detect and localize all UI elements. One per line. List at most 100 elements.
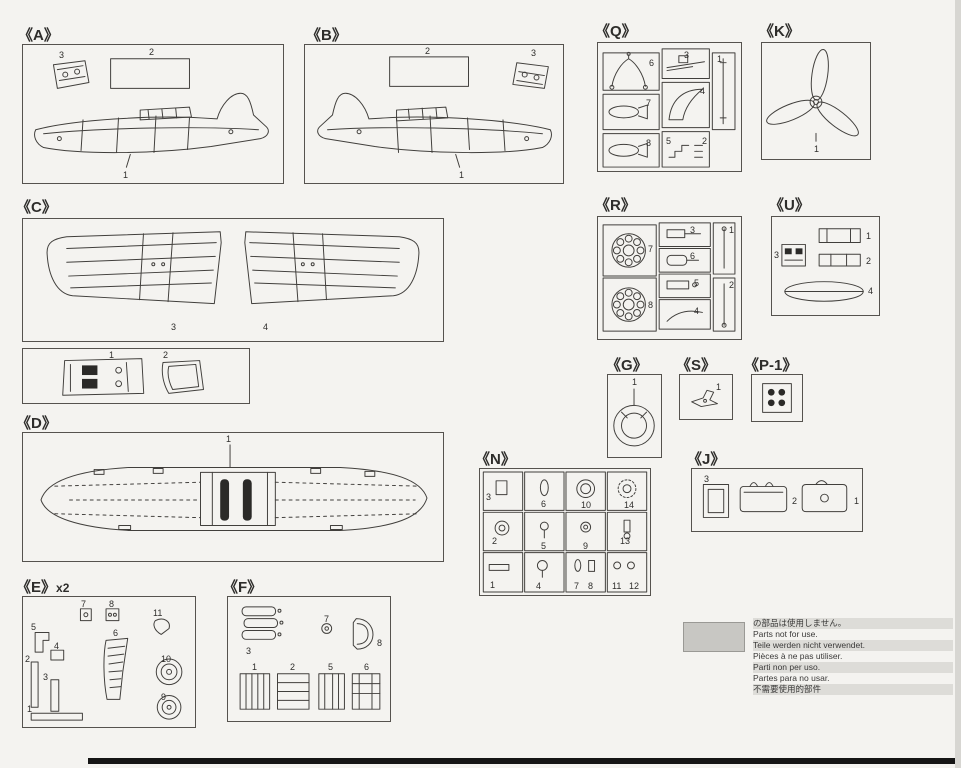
sprue-q-artwork — [602, 48, 736, 168]
sprue-frame-d: 1 — [22, 432, 444, 562]
part-number: 5 — [31, 622, 37, 632]
part-number: 9 — [583, 541, 589, 551]
part-number: 2 — [290, 662, 296, 672]
part-number: 6 — [364, 662, 370, 672]
part-number: 5 — [541, 541, 547, 551]
part-number: 4 — [54, 641, 60, 651]
section-label-r: 《R》 — [595, 197, 636, 214]
part-number: 7 — [648, 244, 654, 254]
sprue-frame-c-small: 1 2 — [22, 348, 250, 404]
part-number: 8 — [588, 581, 594, 591]
note-line: の部品は使用しません。 — [753, 618, 953, 629]
sprue-frame-r: 7 3 1 6 2 8 5 4 — [597, 216, 742, 340]
sprue-frame-p1 — [751, 374, 803, 422]
part-number: 8 — [648, 300, 654, 310]
section-label-j: 《J》 — [687, 451, 726, 468]
part-number: 4 — [263, 322, 269, 332]
part-number: 6 — [541, 499, 547, 509]
part-number: 1 — [27, 704, 33, 714]
part-number: 14 — [624, 500, 635, 510]
part-number: 1 — [729, 225, 735, 235]
section-label-f: 《F》 — [223, 579, 263, 596]
sprue-r-artwork — [602, 222, 736, 332]
page-bottom-edge — [88, 758, 961, 764]
part-number: 11 — [612, 581, 622, 591]
sprue-f-artwork — [239, 606, 381, 710]
part-number: 3 — [704, 474, 710, 484]
part-number: 1 — [814, 144, 820, 154]
sprue-c-wings-artwork — [46, 231, 420, 305]
part-number: 3 — [531, 48, 537, 58]
part-number: 5 — [694, 278, 700, 288]
sprue-c-small-artwork — [62, 358, 204, 396]
part-number: 2 — [425, 46, 431, 56]
section-label-d: 《D》 — [16, 415, 57, 432]
sprue-frame-g: 1 — [607, 374, 662, 458]
part-number: 5 — [328, 662, 334, 672]
part-number: 1 — [226, 434, 232, 444]
sprue-s-artwork — [691, 389, 718, 408]
part-number: 3 — [246, 646, 252, 656]
section-label-n: 《N》 — [475, 451, 516, 468]
note-line: Pièces à ne pas utiliser. — [753, 651, 843, 661]
sprue-frame-n: 3 6 10 14 2 5 9 13 1 4 7 8 11 12 — [479, 468, 651, 596]
section-label-q: 《Q》 — [595, 23, 637, 40]
part-number: 11 — [153, 608, 163, 618]
section-label-e-suffix: x2 — [56, 581, 70, 595]
part-number: 13 — [620, 536, 631, 546]
section-label-c: 《C》 — [16, 199, 57, 216]
part-number: 3 — [486, 492, 492, 502]
part-number: 4 — [700, 86, 706, 96]
sprue-frame-f: 3 7 8 1 2 5 6 — [227, 596, 391, 722]
sprue-n-artwork — [482, 471, 648, 593]
part-number: 1 — [490, 580, 496, 590]
sprue-frame-j: 3 2 1 — [691, 468, 863, 532]
part-number: 3 — [171, 322, 177, 332]
sprue-frame-b: 2 3 1 — [304, 44, 564, 184]
part-number: 3 — [774, 250, 780, 260]
section-label-e: 《E》x2 — [16, 576, 69, 597]
sprue-p1-artwork — [762, 383, 792, 413]
part-number: 10 — [581, 500, 592, 510]
section-label-u: 《U》 — [769, 197, 810, 214]
part-number: 4 — [536, 581, 542, 591]
part-number: 1 — [854, 496, 860, 506]
section-label-a: 《A》 — [18, 27, 59, 44]
section-label-k: 《K》 — [759, 23, 800, 40]
part-number: 2 — [25, 654, 31, 664]
part-number: 1 — [717, 54, 723, 64]
part-number: 1 — [632, 377, 638, 387]
part-number: 2 — [702, 136, 708, 146]
part-number: 1 — [109, 350, 115, 360]
part-number: 4 — [868, 286, 874, 296]
part-number: 7 — [574, 581, 580, 591]
part-number: 8 — [109, 599, 115, 609]
note-line: Partes para no usar. — [753, 673, 830, 683]
part-number: 8 — [377, 638, 383, 648]
sprue-frame-e: 5 7 8 11 6 2 4 3 10 1 9 — [22, 596, 196, 728]
part-number: 9 — [161, 692, 167, 702]
part-number: 7 — [324, 614, 330, 624]
part-number: 12 — [629, 581, 640, 591]
sprue-a-artwork — [34, 58, 269, 168]
part-number: 2 — [149, 47, 155, 57]
part-number: 3 — [684, 50, 690, 60]
part-number: 1 — [459, 170, 465, 180]
part-number: 5 — [666, 136, 672, 146]
sprue-frame-s: 1 — [679, 374, 733, 420]
part-number: 3 — [690, 225, 696, 235]
part-number: 2 — [866, 256, 872, 266]
note-line: Parti non per uso. — [753, 662, 953, 673]
sprue-k-artwork — [766, 48, 859, 142]
part-number: 4 — [694, 306, 700, 316]
part-number: 3 — [43, 672, 49, 682]
note-line: 不需要使用的部件 — [753, 684, 953, 695]
sprue-frame-c-wings: 3 4 — [22, 218, 444, 342]
section-label-g: 《G》 — [606, 357, 648, 374]
part-number: 1 — [252, 662, 258, 672]
part-number: 8 — [646, 138, 652, 148]
section-label-s: 《S》 — [676, 357, 717, 374]
section-label-p1: 《P-1》 — [744, 357, 798, 374]
part-number: 2 — [729, 280, 735, 290]
